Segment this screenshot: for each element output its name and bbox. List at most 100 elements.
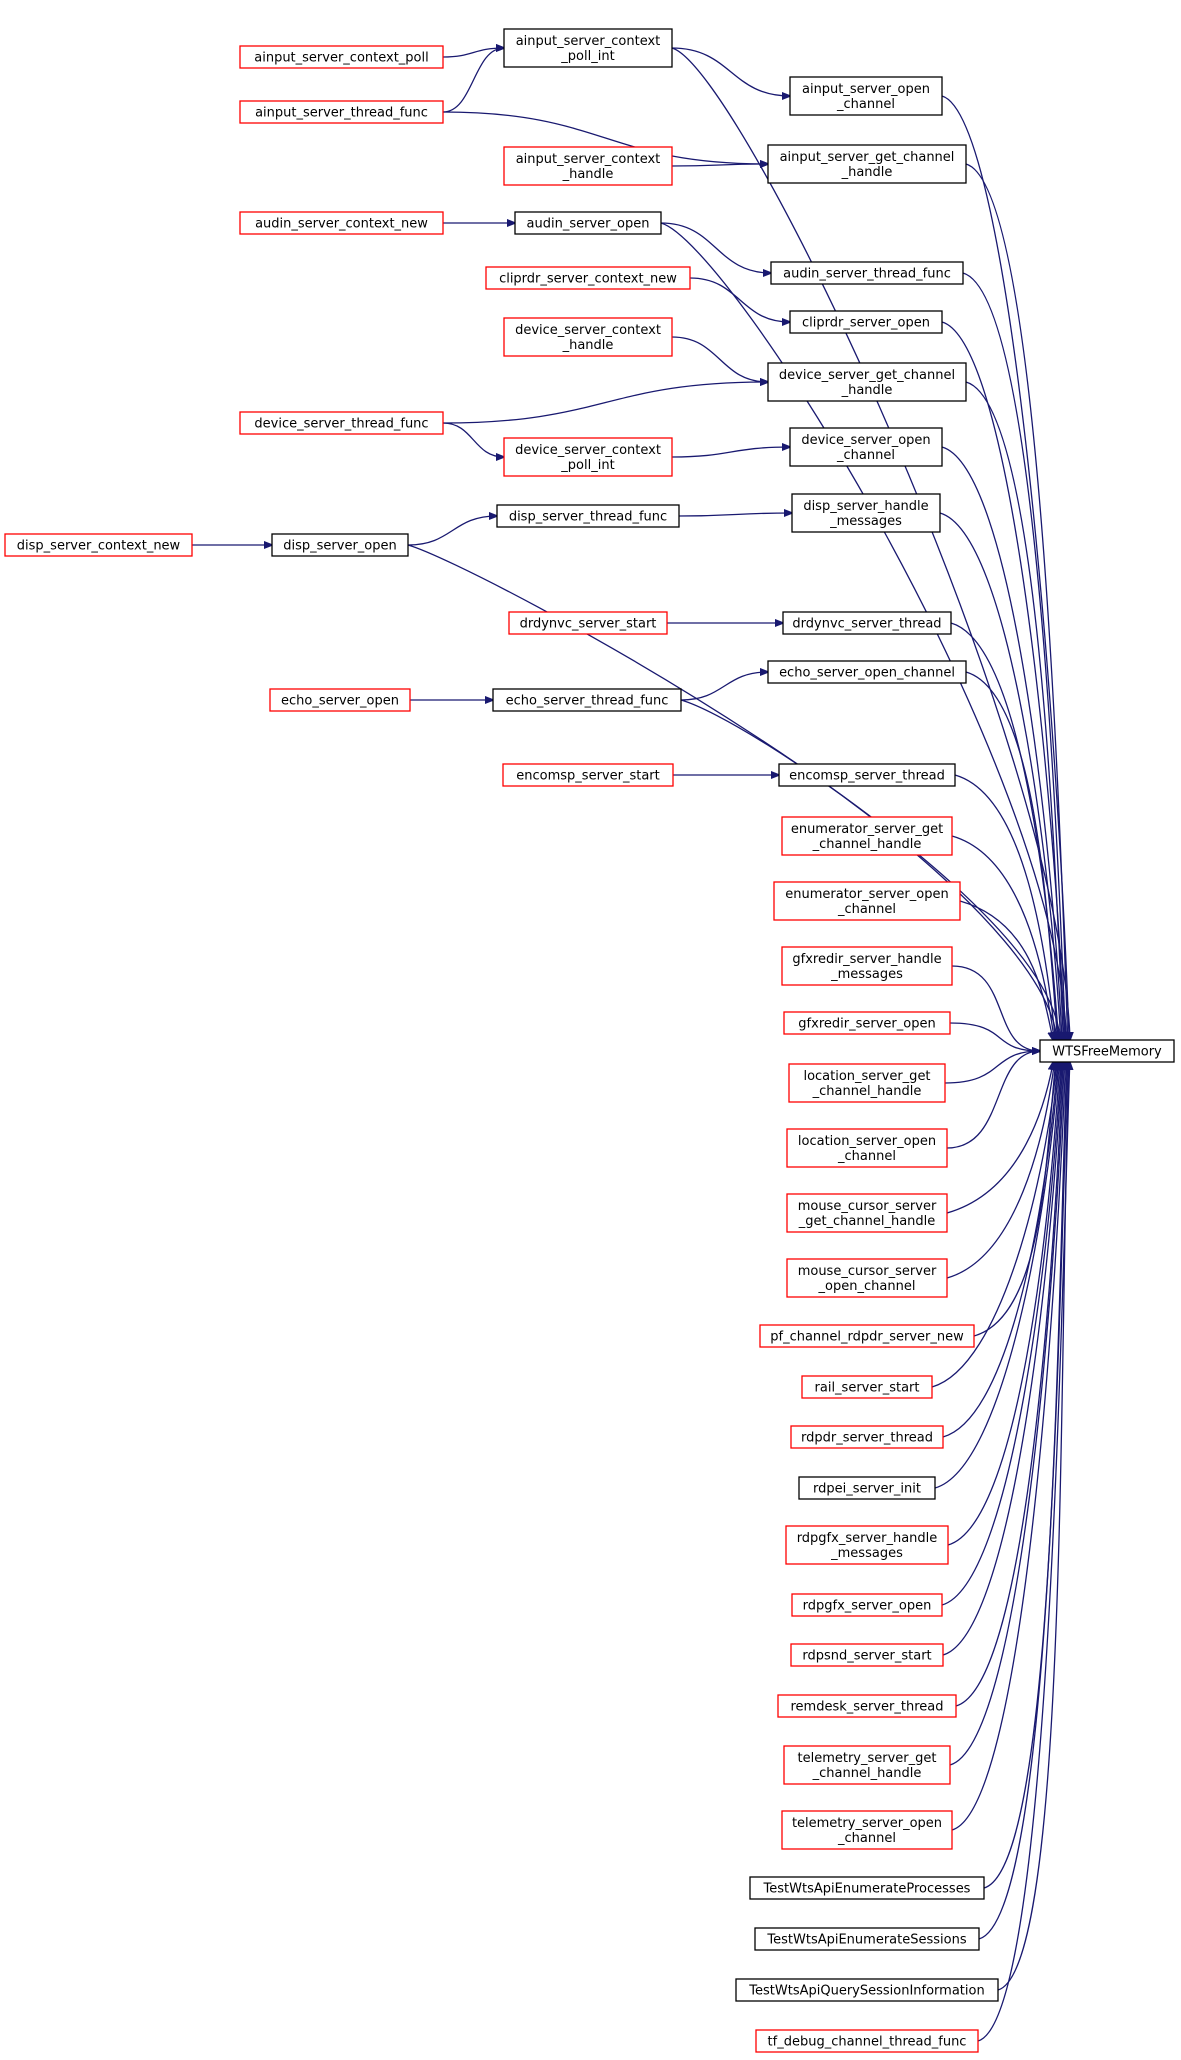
node-label: _messages [830, 1546, 903, 1561]
node-label: ainput_server_get_channel [780, 150, 955, 165]
edge-tf-debug-channel-thread-func-to-wtsfreememory [977, 1062, 1070, 2042]
node-device-server-thread-func[interactable]: device_server_thread_func [239, 411, 444, 435]
node-label: device_server_context [515, 323, 661, 338]
node-device-server-context-handle[interactable]: device_server_context_handle [503, 317, 673, 357]
node-ainput-server-context-poll-int[interactable]: ainput_server_context_poll_int [503, 28, 673, 68]
edge-device-server-open-channel-to-wtsfreememory [941, 446, 1062, 1040]
node-drdynvc-server-start[interactable]: drdynvc_server_start [508, 611, 668, 635]
node-box [777, 1694, 957, 1718]
node-box [783, 1745, 951, 1785]
node-label: _channel [837, 1831, 896, 1846]
node-label: disp_server_open [283, 539, 396, 554]
node-rdpsnd-server-start[interactable]: rdpsnd_server_start [790, 1643, 944, 1667]
node-box [503, 437, 673, 477]
node-label: encomsp_server_start [516, 769, 659, 784]
node-wtsfreememory[interactable]: WTSFreeMemory [1039, 1039, 1175, 1063]
node-device-server-context-poll-int[interactable]: device_server_context_poll_int [503, 437, 673, 477]
node-cliprdr-server-open[interactable]: cliprdr_server_open [789, 310, 943, 334]
node-label: location_server_open [798, 1134, 936, 1149]
node-box [798, 1476, 936, 1500]
node-audin-server-context-new[interactable]: audin_server_context_new [239, 211, 444, 235]
node-encomsp-server-start[interactable]: encomsp_server_start [502, 763, 674, 787]
node-label: _messages [829, 514, 902, 529]
node-box [754, 1927, 980, 1951]
node-rdpdr-server-thread[interactable]: rdpdr_server_thread [790, 1425, 944, 1449]
node-box [789, 310, 943, 334]
node-box [801, 1375, 933, 1399]
node-rdpgfx-server-handle-messages[interactable]: rdpgfx_server_handle_messages [785, 1525, 949, 1565]
node-mouse-cursor-server-open-channel[interactable]: mouse_cursor_server_open_channel [786, 1258, 948, 1298]
node-disp-server-open[interactable]: disp_server_open [271, 533, 409, 557]
node-disp-server-thread-func[interactable]: disp_server_thread_func [496, 504, 680, 528]
node-testwtsapienumeratesessions[interactable]: TestWtsApiEnumerateSessions [754, 1927, 980, 1951]
node-gfxredir-server-open[interactable]: gfxredir_server_open [783, 1011, 951, 1035]
node-echo-server-thread-func[interactable]: echo_server_thread_func [492, 688, 682, 712]
node-label: cliprdr_server_context_new [499, 272, 677, 287]
node-ainput-server-context-poll[interactable]: ainput_server_context_poll [239, 45, 444, 69]
node-drdynvc-server-thread[interactable]: drdynvc_server_thread [782, 611, 952, 635]
edge-rdpdr-server-thread-to-wtsfreememory [942, 1062, 1058, 1438]
node-ainput-server-context-handle[interactable]: ainput_server_context_handle [503, 146, 673, 186]
node-device-server-get-channel-handle[interactable]: device_server_get_channel_handle [767, 362, 967, 402]
node-ainput-server-thread-func[interactable]: ainput_server_thread_func [239, 100, 444, 124]
node-echo-server-open-channel[interactable]: echo_server_open_channel [767, 660, 967, 684]
node-ainput-server-get-channel-handle[interactable]: ainput_server_get_channel_handle [767, 144, 967, 184]
node-audin-server-thread-func[interactable]: audin_server_thread_func [770, 261, 964, 285]
node-label: enumerator_server_open [785, 887, 948, 902]
node-testwtsapienumerateprocesses[interactable]: TestWtsApiEnumerateProcesses [749, 1876, 985, 1900]
node-box [749, 1876, 985, 1900]
node-audin-server-open[interactable]: audin_server_open [514, 211, 662, 235]
edge-mouse-cursor-server-open-channel-to-wtsfreememory [946, 1062, 1055, 1279]
node-box [735, 1978, 999, 2002]
node-label: TestWtsApiEnumerateSessions [766, 1933, 966, 1948]
node-disp-server-context-new[interactable]: disp_server_context_new [4, 533, 193, 557]
edge-testwtsapienumeratesessions-to-wtsfreememory [978, 1062, 1068, 1940]
node-label: _handle [841, 165, 893, 180]
node-disp-server-handle-messages[interactable]: disp_server_handle_messages [791, 493, 941, 533]
node-box [503, 28, 673, 68]
node-rdpgfx-server-open[interactable]: rdpgfx_server_open [791, 1593, 943, 1617]
node-label: telemetry_server_get [797, 1751, 936, 1766]
edge-mouse-cursor-server-get-channel-handle-to-wtsfreememory [946, 1062, 1053, 1214]
node-box [788, 1063, 946, 1103]
node-label: device_server_open [801, 433, 930, 448]
node-ainput-server-open-channel[interactable]: ainput_server_open_channel [789, 76, 943, 116]
node-cliprdr-server-context-new[interactable]: cliprdr_server_context_new [485, 266, 691, 290]
node-device-server-open-channel[interactable]: device_server_open_channel [789, 427, 943, 467]
node-telemetry-server-get-channel-handle[interactable]: telemetry_server_get_channel_handle [783, 1745, 951, 1785]
node-label: _poll_int [560, 49, 614, 64]
node-rdpei-server-init[interactable]: rdpei_server_init [798, 1476, 936, 1500]
node-testwtsapiquerysessioninformation[interactable]: TestWtsApiQuerySessionInformation [735, 1978, 999, 2002]
node-label: rdpei_server_init [813, 1482, 921, 1497]
node-encomsp-server-thread[interactable]: encomsp_server_thread [778, 763, 956, 787]
node-tf-debug-channel-thread-func[interactable]: tf_debug_channel_thread_func [755, 2029, 979, 2053]
node-box [502, 763, 674, 787]
edge-disp-server-thread-func-to-disp-server-handle-messages [678, 513, 792, 516]
node-label: remdesk_server_thread [790, 1700, 943, 1715]
node-mouse-cursor-server-get-channel-handle[interactable]: mouse_cursor_server_get_channel_handle [786, 1193, 948, 1233]
node-location-server-open-channel[interactable]: location_server_open_channel [786, 1128, 948, 1168]
node-location-server-get-channel-handle[interactable]: location_server_get_channel_handle [788, 1063, 946, 1103]
node-box [767, 660, 967, 684]
node-pf-channel-rdpdr-server-new[interactable]: pf_channel_rdpdr_server_new [759, 1324, 975, 1348]
node-label: echo_server_open_channel [779, 666, 955, 681]
edge-ainput-server-context-poll-to-ainput-server-context-poll-int [442, 48, 504, 58]
node-remdesk-server-thread[interactable]: remdesk_server_thread [777, 1694, 957, 1718]
node-box [508, 611, 668, 635]
node-label: _channel_handle [812, 1084, 922, 1099]
node-label: device_server_thread_func [254, 417, 428, 432]
node-label: _channel [837, 1149, 896, 1164]
node-telemetry-server-open-channel[interactable]: telemetry_server_open_channel [781, 1810, 953, 1850]
edge-ainput-server-get-channel-handle-to-wtsfreememory [965, 163, 1068, 1040]
node-label: disp_server_thread_func [509, 510, 667, 525]
node-rail-server-start[interactable]: rail_server_start [801, 1375, 933, 1399]
node-label: drdynvc_server_thread [792, 617, 941, 632]
node-box [773, 881, 961, 921]
node-enumerator-server-open-channel[interactable]: enumerator_server_open_channel [773, 881, 961, 921]
node-box [786, 1128, 948, 1168]
node-box [503, 317, 673, 357]
node-echo-server-open[interactable]: echo_server_open [269, 688, 411, 712]
node-box [767, 144, 967, 184]
node-enumerator-server-get-channel-handle[interactable]: enumerator_server_get_channel_handle [781, 816, 953, 856]
node-gfxredir-server-handle-messages[interactable]: gfxredir_server_handle_messages [781, 946, 953, 986]
